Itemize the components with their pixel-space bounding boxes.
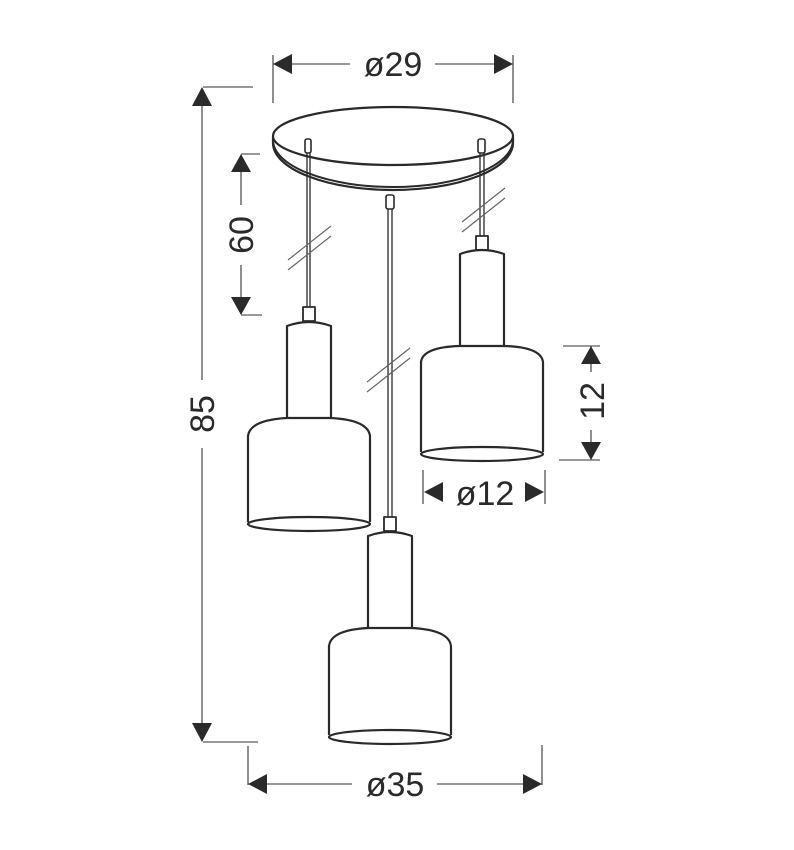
arrow-up-icon — [581, 346, 601, 364]
shade-height-dimension: 12 — [559, 345, 612, 461]
arrow-left-icon — [424, 482, 443, 502]
pendant-center — [327, 194, 453, 746]
arrow-down-icon — [192, 723, 212, 742]
cable-length-label: 60 — [223, 216, 261, 254]
shade-height-label: 12 — [574, 382, 612, 420]
arrow-left-icon — [273, 54, 292, 74]
arrow-up-icon — [231, 154, 251, 172]
arrow-right-icon — [494, 54, 513, 74]
shade-diameter-dimension: ø12 — [422, 470, 546, 513]
overall-diameter-dimension: ø35 — [247, 745, 543, 804]
pendant-left — [246, 138, 372, 533]
canopy — [271, 105, 515, 192]
arrow-right-icon — [525, 482, 544, 502]
shade-diameter-label: ø12 — [456, 475, 515, 513]
overall-diameter-label: ø35 — [366, 766, 425, 804]
arrow-left-icon — [248, 774, 267, 794]
cable-length-dimension: 60 — [223, 153, 262, 316]
arrow-down-icon — [581, 442, 601, 460]
arrow-down-icon — [231, 297, 251, 315]
arrow-right-icon — [523, 774, 542, 794]
arrow-up-icon — [192, 87, 212, 106]
canopy-diameter-label: ø29 — [364, 46, 423, 84]
canopy-diameter-dimension: ø29 — [272, 46, 514, 103]
total-height-label: 85 — [184, 395, 222, 433]
total-height-dimension: 85 — [184, 86, 258, 743]
pendant-right — [419, 138, 545, 463]
